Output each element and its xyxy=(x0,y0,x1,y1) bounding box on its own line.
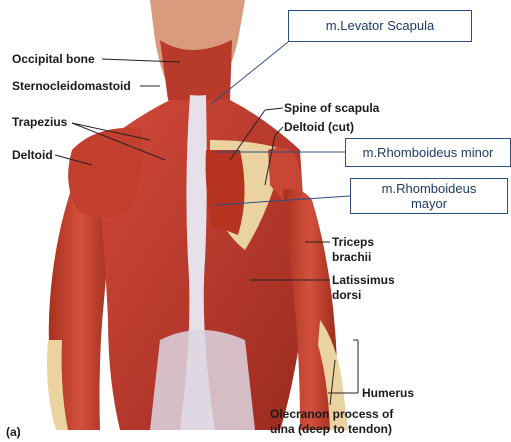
label-triceps-line1: Triceps xyxy=(332,236,374,249)
label-latissimus-line2: dorsi xyxy=(332,289,361,302)
lumbar-aponeurosis xyxy=(150,330,255,430)
callout-rhomboideus-minor: m.Rhomboideus minor xyxy=(345,138,511,167)
label-occipital-bone: Occipital bone xyxy=(12,53,95,66)
label-olecranon-line1: Olecranon process of xyxy=(270,408,393,421)
callout-rhomboideus-mayor-line2: mayor xyxy=(351,196,507,211)
callout-rhomboideus-mayor-line1: m.Rhomboideus xyxy=(351,181,507,196)
label-olecranon-line2: ulna (deep to tendon) xyxy=(270,423,392,436)
callout-rhomboideus-mayor: m.Rhomboideus mayor xyxy=(350,178,508,214)
label-sternocleidomastoid: Sternocleidomastoid xyxy=(12,80,131,93)
label-humerus: Humerus xyxy=(362,387,414,400)
label-trapezius: Trapezius xyxy=(12,116,67,129)
panel-letter: (a) xyxy=(6,426,21,439)
label-spine-of-scapula: Spine of scapula xyxy=(284,102,379,115)
label-triceps-line2: brachii xyxy=(332,251,371,264)
label-deltoid: Deltoid xyxy=(12,149,53,162)
label-deltoid-cut: Deltoid (cut) xyxy=(284,121,354,134)
label-latissimus-line1: Latissimus xyxy=(332,274,395,287)
left-deltoid xyxy=(68,128,143,218)
callout-levator-scapula: m.Levator Scapula xyxy=(288,10,472,42)
rhomboid-muscles xyxy=(206,150,245,235)
